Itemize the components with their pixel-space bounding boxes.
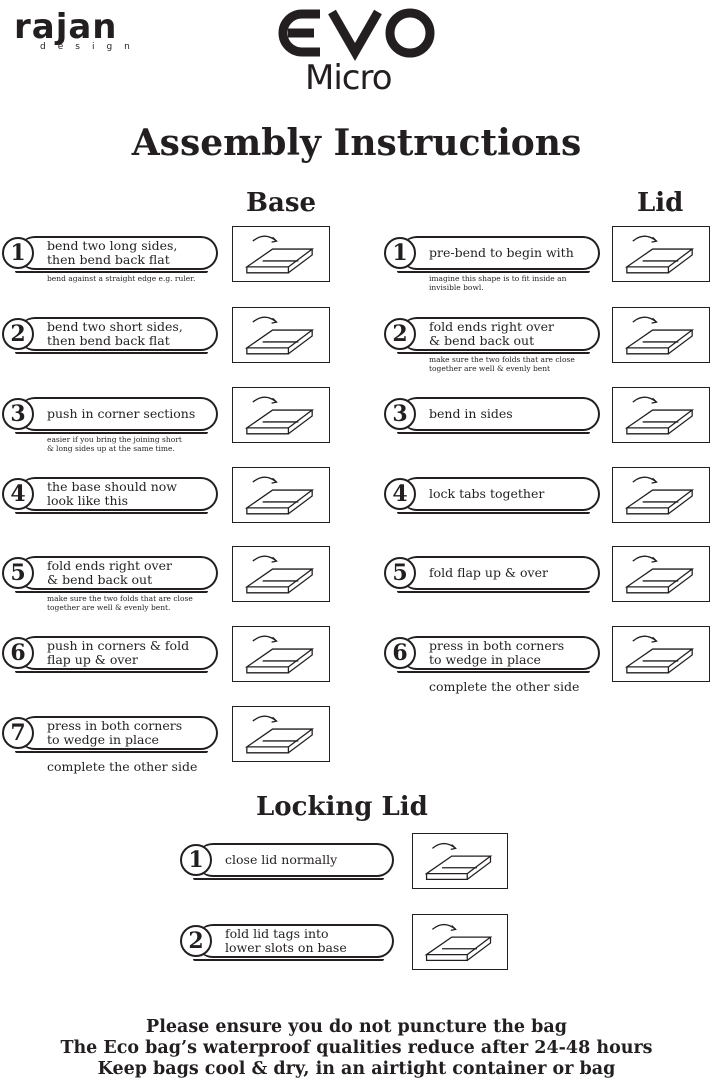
base-step-4-number: 4 [2,478,34,510]
base-step-1-pill [15,236,218,273]
locking-step-1-pill [193,843,394,880]
pre-bend-illustration [612,226,710,282]
lid-step-3-pill [397,397,600,434]
lid-step-6-pill [397,636,600,673]
base-step-3-text: push in corner sections [47,406,196,421]
lock-tabs-illustration [612,467,710,523]
lid-step-6-complete: complete the other side [429,679,580,694]
base-step-2-text: bend two short sides, then bend back fla… [47,319,183,348]
base-step-5-number: 5 [2,557,34,589]
lid-step-1-text: pre-bend to begin with [429,245,574,260]
lid-step-1-note: imagine this shape is to fit inside an i… [429,274,567,292]
lid-step-2-number: 2 [384,318,416,350]
folding-long-sides-illustration [232,226,330,282]
base-step-6-pill [15,636,218,673]
bend-sides-illustration [612,387,710,443]
base-step-5-note: make sure the two folds that are close t… [47,594,193,612]
base-step-5-pill [15,556,218,593]
base-step-6-number: 6 [2,637,34,669]
lid-step-5-pill [397,556,600,593]
locking-lid-heading: Locking Lid [256,792,428,822]
wedge-corners-illustration [232,706,330,762]
corners-flap-illustration [232,626,330,682]
lid-step-6-text: press in both corners to wedge in place [429,638,565,667]
base-step-3-note: easier if you bring the joining short & … [47,435,182,453]
lid-step-5-text: fold flap up & over [429,565,548,580]
locking-step-2-text: fold lid tags into lower slots on base [225,926,347,955]
rajan-logo: rajan [14,7,118,47]
base-step-2-number: 2 [2,318,34,350]
base-step-7-number: 7 [2,717,34,749]
lid-fold-ends-illustration [612,307,710,363]
lid-step-1-pill [397,236,600,273]
micro-logo-text: Micro [305,58,393,98]
footer-line-2: The Eco bag’s waterproof qualities reduc… [60,1038,653,1058]
base-step-3-pill [15,397,218,434]
fold-flap-illustration [612,546,710,602]
lid-step-4-text: lock tabs together [429,486,545,501]
lid-step-2-pill [397,317,600,354]
lid-step-6-number: 6 [384,637,416,669]
base-step-1-text: bend two long sides, then bend back flat [47,238,178,267]
fold-tags-illustration [412,914,508,970]
base-step-5-text: fold ends right over & bend back out [47,558,172,587]
lid-step-1-number: 1 [384,237,416,269]
lid-step-2-text: fold ends right over & bend back out [429,319,554,348]
base-heading: Base [246,188,317,218]
lid-step-3-number: 3 [384,398,416,430]
base-step-3-number: 3 [2,398,34,430]
base-shape-illustration [232,467,330,523]
base-step-7-pill [15,716,218,753]
locking-step-2-pill [193,924,394,961]
evo-logo [270,2,445,64]
lid-step-4-pill [397,477,600,514]
lid-wedge-illustration [612,626,710,682]
closed-box-illustration [412,833,508,889]
base-step-2-pill [15,317,218,354]
base-step-4-pill [15,477,218,514]
folding-short-sides-illustration [232,307,330,363]
base-step-6-text: push in corners & fold flap up & over [47,638,190,667]
locking-step-2-number: 2 [180,925,212,957]
locking-step-1-number: 1 [180,844,212,876]
locking-step-1-text: close lid normally [225,852,338,867]
base-step-4-text: the base should now look like this [47,479,177,508]
footer-line-1: Please ensure you do not puncture the ba… [146,1017,567,1037]
base-step-1-number: 1 [2,237,34,269]
page-title: Assembly Instructions [131,122,582,164]
design-logo-text: design [40,42,142,52]
footer-line-3: Keep bags cool & dry, in an airtight con… [97,1059,616,1079]
lid-step-3-text: bend in sides [429,406,513,421]
fold-ends-illustration [232,546,330,602]
lid-heading: Lid [637,188,684,218]
base-step-7-text: press in both corners to wedge in place [47,718,183,747]
base-step-1-note: bend against a straight edge e.g. ruler. [47,274,196,283]
lid-step-4-number: 4 [384,478,416,510]
lid-step-5-number: 5 [384,557,416,589]
base-step-7-complete: complete the other side [47,759,198,774]
lid-step-2-note: make sure the two folds that are close t… [429,355,575,373]
push-corner-illustration [232,387,330,443]
